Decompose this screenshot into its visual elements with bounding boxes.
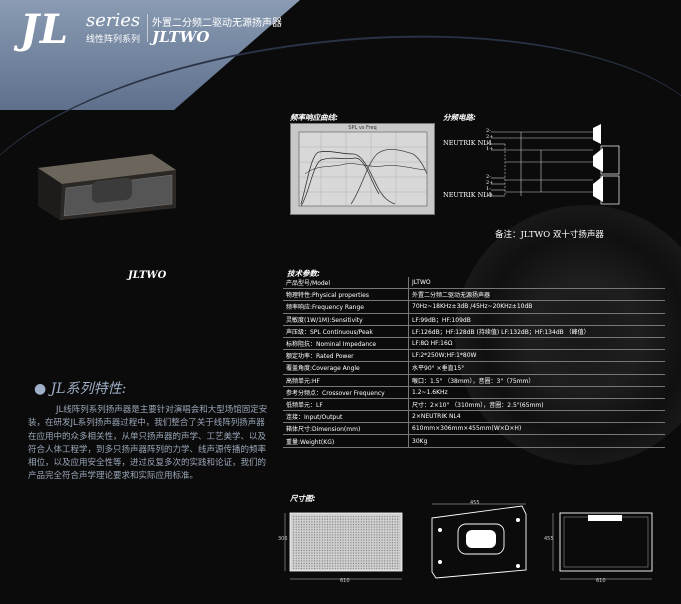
spec-value: 尺寸：2×10" （310mm），音圈：2.5"(65mm)	[408, 398, 665, 412]
wiring-note: 备注：JLTWO 双十寸扬声器	[495, 230, 604, 240]
header-divider	[147, 14, 148, 42]
spec-value: LF:8Ω HF:16Ω	[408, 337, 665, 351]
pin-label: 1+	[486, 192, 494, 198]
spec-value: LF:126dB；HF:128dB (持续值) LF:132dB；HF:134d…	[408, 325, 665, 338]
frequency-chart-title: SPL vs Freq	[348, 125, 377, 131]
spec-key: 产品型号/Model	[283, 277, 409, 290]
spec-key: 灵敏度(1W/1M):Sensitivity	[283, 313, 409, 326]
spec-value: LF:2*250W;HF:1*80W	[408, 349, 665, 363]
spec-value: LF:99dB；HF:109dB	[408, 313, 665, 326]
pin-label: 1-	[486, 186, 491, 192]
spec-value: 70Hz~18KHz±3dB /45Hz~20KHz±10dB	[408, 300, 665, 314]
spec-key: 覆盖角度:Coverage Angle	[283, 361, 409, 375]
spec-value: 610mm×306mm×455mm(W×D×H)	[408, 422, 665, 436]
spec-key: 标称阻抗：Nominal Impedance	[283, 337, 409, 351]
spec-key: 连接：Input/Output	[283, 410, 409, 424]
brand-series: series	[86, 10, 141, 31]
pin-label: 1-	[486, 140, 491, 146]
front-height-dimension: 306	[278, 536, 288, 542]
spec-key: 箱体尺寸:Dimension(mm)	[283, 422, 409, 436]
pin-label: 2+	[486, 180, 494, 186]
spec-key: 高频单元:HF	[283, 374, 409, 387]
back-view-drawing	[552, 512, 653, 580]
back-width-dimension: 610	[596, 578, 606, 584]
spec-key: 声压级：SPL Continuous/Peak	[283, 325, 409, 338]
features-title: ● JL系列特性:	[34, 378, 126, 398]
brand-logo: JL	[20, 6, 70, 53]
front-view-drawing	[284, 512, 403, 580]
spec-row: 重量:Weight(KG)30Kg	[283, 434, 665, 448]
spec-key: 低频单元：LF	[283, 398, 409, 412]
front-width-dimension: 610	[340, 578, 350, 584]
spec-value: 30Kg	[408, 434, 665, 448]
back-height-dimension: 455	[544, 536, 554, 542]
spec-value: 2×NEUTRIK NL4	[408, 410, 665, 424]
pin-label: 1+	[486, 146, 494, 152]
product-caption: JLTWO	[128, 270, 167, 281]
spec-key: 参考分频点：Crossover Frequency	[283, 386, 409, 399]
specs-title: 技术参数:	[287, 269, 320, 278]
frequency-plot	[298, 131, 428, 207]
side-depth-dimension: 455	[470, 500, 480, 506]
spec-value: 水平90° ×垂直15°	[408, 361, 665, 375]
connector-1-label: NEUTRIK NL4	[443, 139, 492, 147]
crossover-wiring-diagram	[491, 124, 620, 205]
product-model: JLTWO	[152, 28, 210, 46]
brand-series-subtitle: 线性阵列系列	[86, 35, 141, 45]
wiring-label: 分频电路:	[443, 113, 476, 122]
frequency-response-chart: SPL vs Freq	[290, 123, 435, 215]
spec-row: 箱体尺寸:Dimension(mm)610mm×306mm×455mm(W×D×…	[283, 422, 665, 436]
bullet-icon: ●	[34, 381, 47, 397]
product-title: 外置二分频二驱动无源扬声器	[152, 18, 282, 29]
spec-value: 外置二分频二驱动无源扬声器	[408, 288, 665, 302]
spec-key: 重量:Weight(KG)	[283, 434, 409, 448]
speaker-product-image	[38, 154, 176, 220]
spec-value: 1.2~1.6KHz	[408, 386, 665, 399]
features-title-text: JL系列特性:	[50, 381, 127, 397]
features-body: JL线阵列系列扬声器是主要针对演唱会和大型场馆固定安装，在研发JL系列扬声器过程…	[28, 405, 268, 482]
dimensions-label: 尺寸图:	[290, 494, 316, 503]
pin-label: 2+	[486, 134, 494, 140]
spec-value: JLTWO	[408, 277, 665, 290]
side-view-drawing	[431, 503, 527, 579]
pin-label: 2-	[486, 128, 491, 134]
frequency-label: 频率响应曲线:	[290, 113, 338, 122]
spec-value: 喉口：1.5" （38mm），音圈：3"（75mm）	[408, 374, 665, 387]
spec-key: 频率响应:Frequency Range	[283, 300, 409, 314]
spec-key: 物理特性:Physical properties	[283, 288, 409, 302]
pin-label: 2-	[486, 174, 491, 180]
connector-2-label: NEUTRIK NL4	[443, 191, 492, 199]
spec-key: 额定功率：Rated Power	[283, 349, 409, 363]
